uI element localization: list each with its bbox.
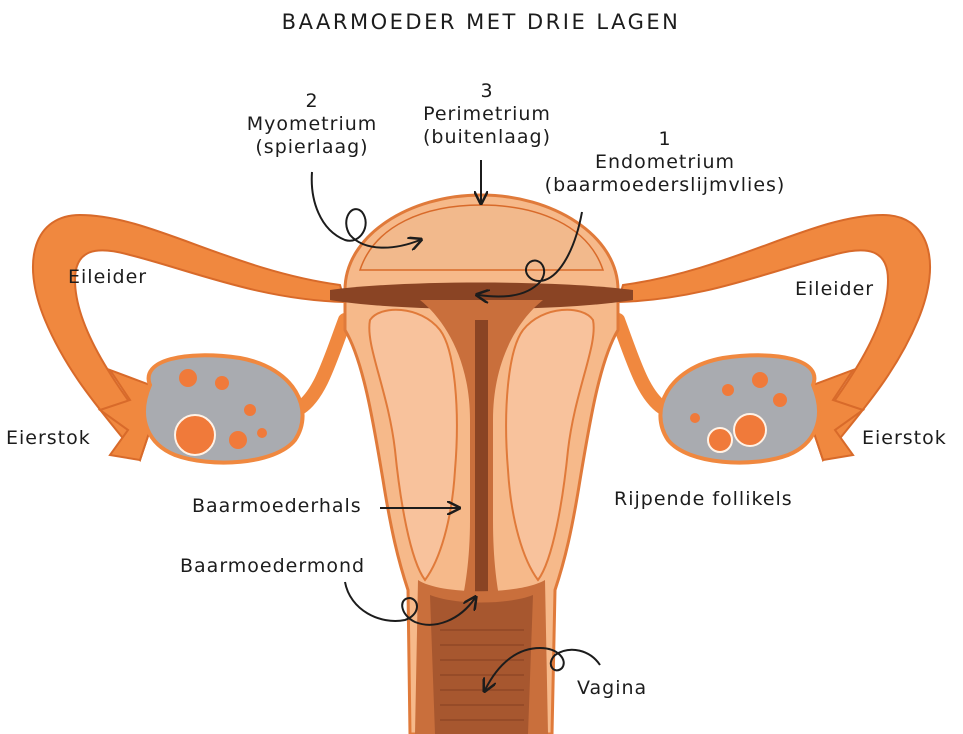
myometrium-name: Myometrium <box>247 113 378 136</box>
eileider-right-label: Eileider <box>795 278 874 301</box>
endometrium-number: 1 <box>545 128 786 151</box>
eierstok-left-label: Eierstok <box>6 427 91 450</box>
follicle <box>708 428 732 452</box>
perimetrium-desc: (buitenlaag) <box>423 126 551 149</box>
follicle <box>257 428 267 438</box>
ligament-right <box>618 320 663 408</box>
follicle <box>690 413 700 423</box>
myometrium-label: 2 Myometrium (spierlaag) <box>247 90 378 158</box>
vaginal-canal <box>430 595 533 734</box>
baarmoederhals-label: Baarmoederhals <box>192 495 362 518</box>
myometrium-desc: (spierlaag) <box>247 136 378 159</box>
endometrium-name: Endometrium <box>545 151 786 174</box>
follicle <box>773 393 787 407</box>
follicle <box>734 414 766 446</box>
follicle <box>244 404 256 416</box>
follicle <box>229 431 247 449</box>
follicle <box>179 369 197 387</box>
follicle <box>722 384 734 396</box>
vagina-label: Vagina <box>577 677 647 700</box>
eierstok-right-label: Eierstok <box>862 427 947 450</box>
endometrium-desc: (baarmoederslijmvlies) <box>545 174 786 197</box>
ovary-left <box>144 355 303 462</box>
follicle <box>215 376 229 390</box>
eileider-left-label: Eileider <box>68 266 147 289</box>
cervical-canal <box>475 320 488 600</box>
ligament-left <box>300 320 345 408</box>
rijpende-follikels-label: Rijpende follikels <box>614 488 793 511</box>
endometrium-label: 1 Endometrium (baarmoederslijmvlies) <box>545 128 786 196</box>
follicle <box>752 372 768 388</box>
diagram-title: BAARMOEDER MET DRIE LAGEN <box>282 10 681 35</box>
myometrium-number: 2 <box>247 90 378 113</box>
perimetrium-name: Perimetrium <box>423 103 551 126</box>
baarmoedermond-label: Baarmoedermond <box>180 555 365 578</box>
perimetrium-label: 3 Perimetrium (buitenlaag) <box>423 80 551 148</box>
perimetrium-number: 3 <box>423 80 551 103</box>
ovary-right <box>660 355 819 462</box>
follicle <box>175 415 215 455</box>
